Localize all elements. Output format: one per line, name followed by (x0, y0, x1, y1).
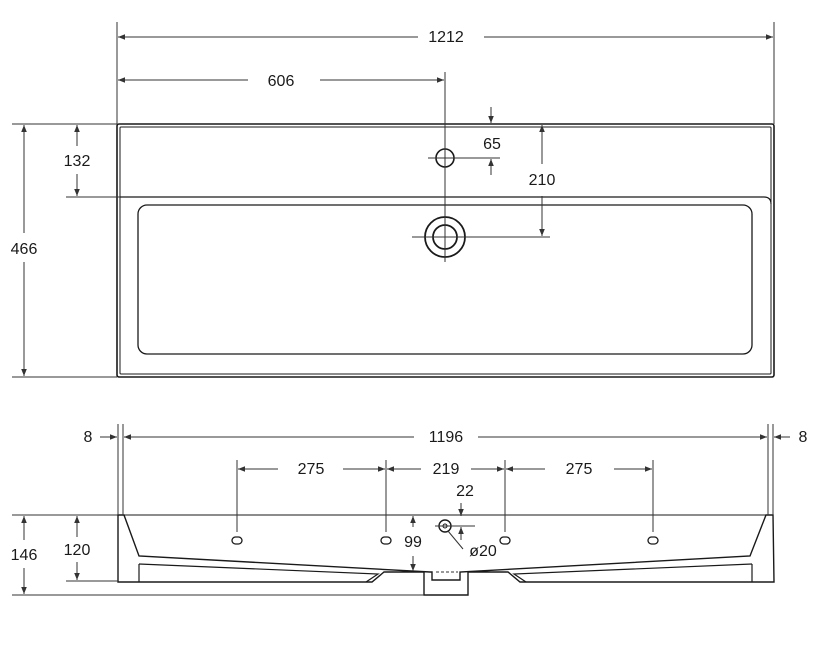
dim-overflow-offset: 22 (456, 483, 474, 500)
front-profile-inner (138, 563, 380, 583)
dim-right-margin: 8 (799, 429, 808, 446)
dim-overall-width: 1212 (428, 29, 464, 46)
back-ledge-line (120, 196, 772, 205)
dim-half-width: 606 (268, 73, 295, 90)
dim-inner-width: 1196 (429, 429, 464, 446)
mount-slot-2 (380, 536, 392, 545)
mount-slot-1 (231, 536, 243, 545)
top-view: 1212 606 466 132 65 210 (11, 22, 775, 378)
dim-ledge-depth: 132 (64, 153, 91, 170)
dim-left-margin: 8 (84, 429, 93, 446)
front-view: 8 1196 8 275 219 275 22 ø20 146 (11, 424, 808, 596)
dim-mount-spacing-center: 219 (433, 461, 460, 478)
mount-slot-3 (499, 536, 511, 545)
dim-rim-height: 120 (64, 542, 91, 559)
dim-mount-spacing-right: 275 (566, 461, 593, 478)
mount-slot-4 (647, 536, 659, 545)
dim-total-height: 146 (11, 547, 38, 564)
dim-faucet-offset: 65 (483, 136, 501, 153)
dim-bowl-depth: 99 (404, 534, 422, 551)
dim-drain-offset: 210 (529, 172, 556, 189)
dim-overall-depth: 466 (11, 241, 38, 258)
dim-overflow-diameter: ø20 (469, 543, 497, 560)
front-profile-outer (117, 514, 775, 596)
dim-mount-spacing-left: 275 (298, 461, 325, 478)
